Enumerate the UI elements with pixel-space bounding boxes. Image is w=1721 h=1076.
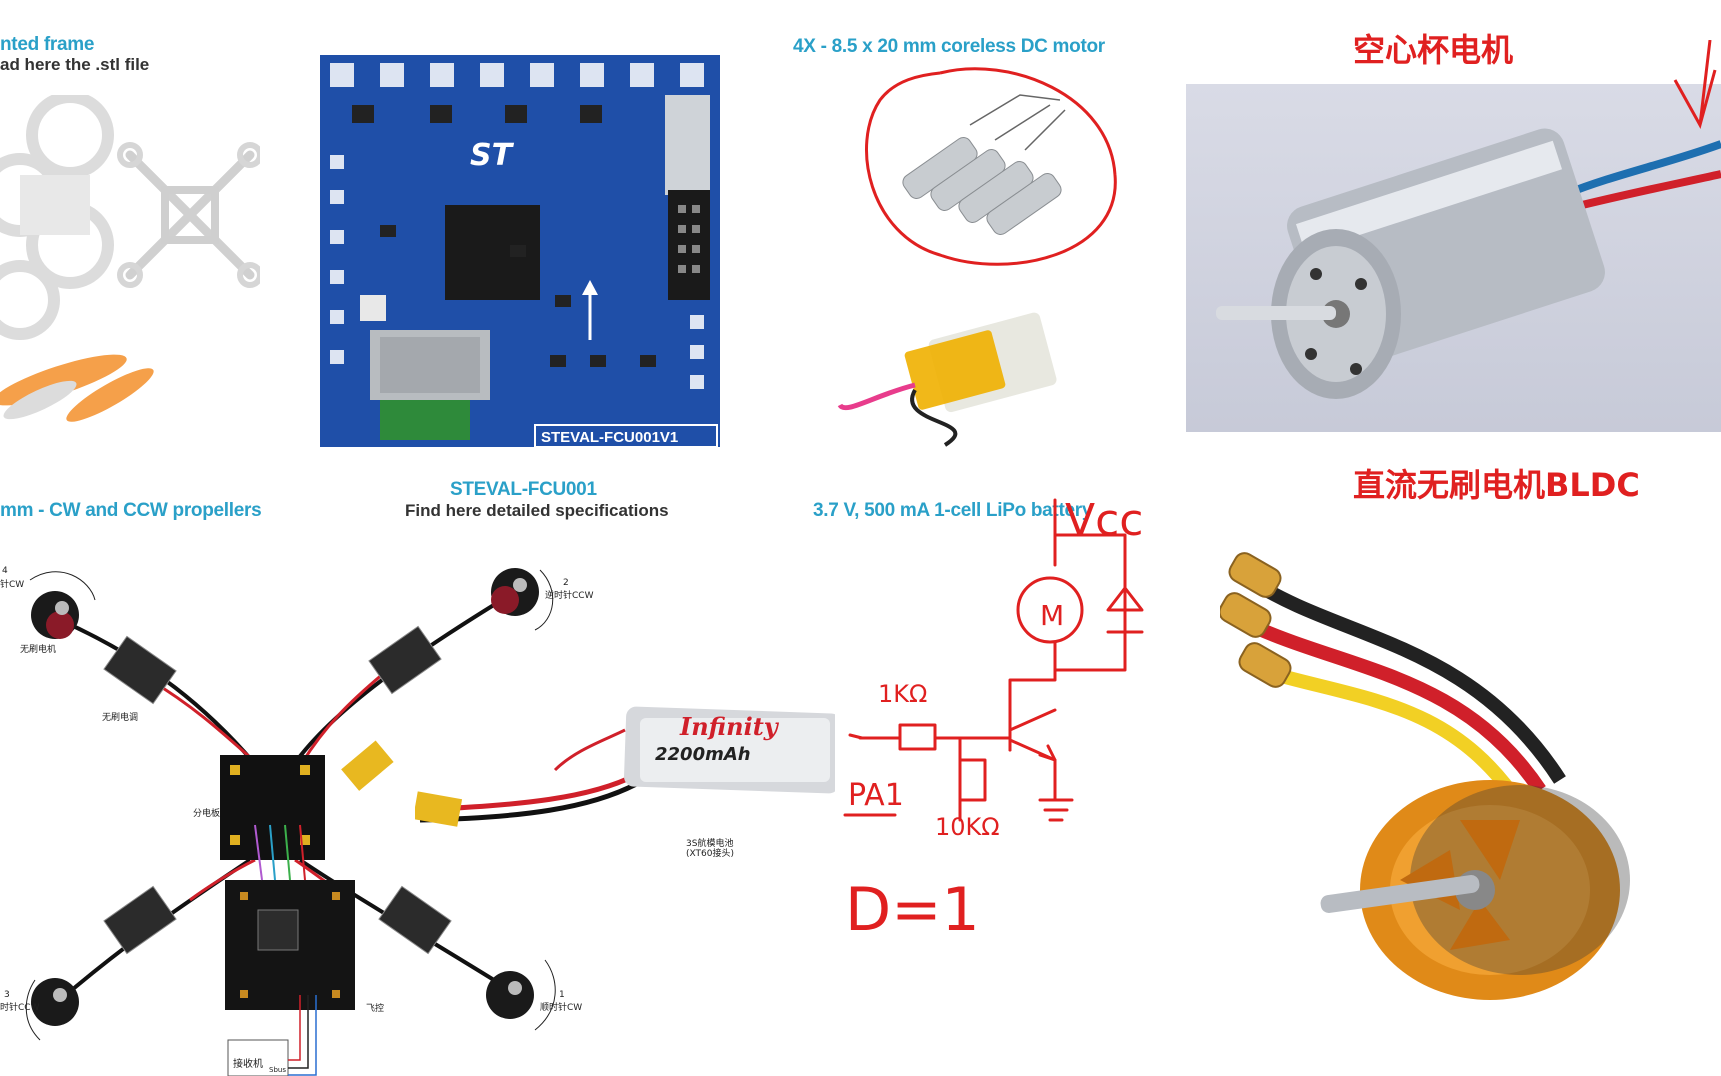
motor-4-direction: 针CW xyxy=(0,580,25,590)
board-silkscreen: STEVAL-FCU001V1 xyxy=(541,429,678,446)
motor-3-direction: 时针CCW xyxy=(0,1003,40,1013)
svg-text:ST: ST xyxy=(470,138,515,173)
hand-resistor-1k: 1KΩ xyxy=(878,680,927,708)
power-distribution-board-label: 分电板 xyxy=(193,809,221,819)
battery-note-2: (XT60接头) xyxy=(686,849,734,859)
motor-1-direction: 顺时针CW xyxy=(540,1003,583,1013)
motor-2-number: 2 xyxy=(563,578,569,588)
propellers-label: mm - CW and CCW propellers xyxy=(0,500,262,521)
red-pen-arrow xyxy=(1673,40,1717,129)
bldc-motor-image xyxy=(1220,552,1630,1000)
coreless-motor-title: 空心杯电机 xyxy=(1353,31,1514,69)
motor-1-number: 1 xyxy=(559,990,565,1000)
hand-motor-label: M xyxy=(1040,599,1064,632)
coreless-motors-image xyxy=(865,67,1117,266)
battery-brand: Infinity xyxy=(679,712,780,741)
bldc-motor-title: 直流无刷电机BLDC xyxy=(1353,466,1640,504)
motor-label: 4X - 8.5 x 20 mm coreless DC motor xyxy=(793,36,1105,57)
flight-controller-board-image: ST STEVAL-FCU001V1 xyxy=(320,55,720,447)
hand-resistor-10k: 10KΩ xyxy=(935,813,1000,841)
sbus-label: Sbus xyxy=(269,1066,286,1074)
hand-equation: D=1 xyxy=(845,875,980,945)
hand-vcc-label: Vcc xyxy=(1065,495,1143,546)
battery-capacity: 2200mAh xyxy=(655,744,751,765)
lipo-battery-image xyxy=(837,312,1057,447)
esc-label: 无刷电调 xyxy=(102,713,139,723)
battery-label: 3.7 V, 500 mA 1-cell LiPo battery xyxy=(813,500,1093,521)
frame-and-propellers-image xyxy=(0,95,260,422)
coreless-motor-photo xyxy=(1186,84,1721,432)
board-specs-link[interactable]: Find here detailed specifications xyxy=(405,501,669,520)
receiver-label: 接收机 xyxy=(233,1059,263,1070)
board-name: STEVAL-FCU001 xyxy=(450,479,597,500)
battery-note-1: 3S航模电池 xyxy=(686,839,734,849)
brushless-motor-label: 无刷电机 xyxy=(20,645,57,655)
flight-controller-label: 飞控 xyxy=(366,1004,385,1014)
frame-title: nted frame xyxy=(0,34,95,55)
motor-4-number: 4 xyxy=(2,566,8,576)
quadcopter-wiring-diagram xyxy=(25,568,556,1076)
handdrawn-motor-driver-circuit: Vcc M 1KΩ 10KΩ PA1 D=1 xyxy=(843,495,1144,945)
frame-subtitle: ad here the .stl file xyxy=(0,55,150,74)
3s-lipo-battery-image: Infinity 2200mAh xyxy=(415,706,835,827)
motor-3-number: 3 xyxy=(4,990,10,1000)
hand-pin-label: PA1 xyxy=(848,778,904,813)
motor-2-direction: 逆时针CCW xyxy=(545,591,594,601)
